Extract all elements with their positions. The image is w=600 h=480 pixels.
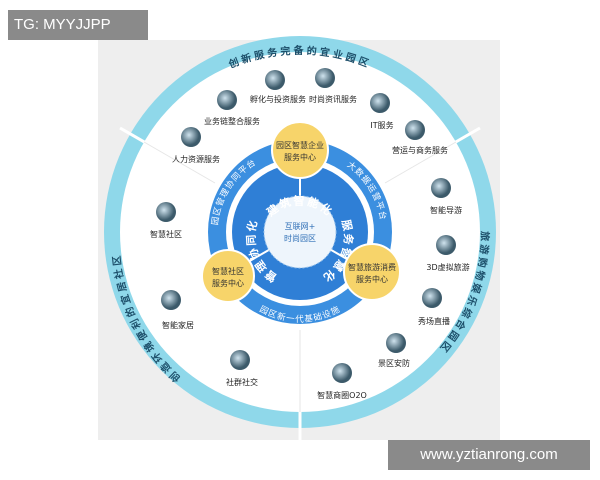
community-icon [156, 202, 176, 222]
service-label: 智慧商圈O2O [317, 390, 367, 400]
watermark-bottom: www.yztianrong.com [388, 440, 590, 470]
svg-text:服务中心: 服务中心 [212, 278, 244, 288]
core-center-line2: 时尚园区 [284, 233, 316, 243]
guide-icon [431, 178, 451, 198]
smart-home-icon [161, 290, 181, 310]
live-show-icon [422, 288, 442, 308]
service-item: 营运与商务服务 [392, 120, 448, 155]
service-label: 营运与商务服务 [392, 145, 448, 155]
core-center [263, 195, 337, 269]
service-item: 社群社交 [226, 350, 258, 387]
o2o-icon [332, 363, 352, 383]
service-item: 智能导游 [430, 178, 462, 215]
service-label: 智能导游 [430, 205, 462, 215]
center-enterprise: 园区智慧企业 服务中心 [271, 121, 329, 179]
hr-icon [181, 127, 201, 147]
virtual-tour-icon [436, 235, 456, 255]
service-item: 智慧社区 [150, 202, 182, 239]
service-label: 智慧社区 [150, 229, 182, 239]
service-item: IT服务 [370, 93, 394, 130]
service-item: 业务链整合服务 [204, 90, 260, 126]
service-label: 孵化与投资服务 [250, 94, 306, 104]
service-label: 景区安防 [378, 358, 410, 368]
service-item: 智慧商圈O2O [317, 363, 367, 400]
service-label: 业务链整合服务 [204, 116, 260, 126]
service-label: 智能家居 [162, 320, 194, 330]
svg-text:服务中心: 服务中心 [284, 152, 316, 162]
service-item: 3D虚拟旅游 [426, 235, 470, 272]
globe-icon [405, 120, 425, 140]
service-item: 人力资源服务 [172, 127, 220, 164]
service-item: 时尚资讯服务 [309, 68, 357, 104]
incubation-icon [265, 70, 285, 90]
service-item: 秀场直播 [418, 288, 450, 326]
fashion-icon [315, 68, 335, 88]
business-chain-icon [217, 90, 237, 110]
service-label: 3D虚拟旅游 [426, 262, 469, 272]
svg-text:智慧旅游消费: 智慧旅游消费 [348, 262, 396, 272]
service-item: 智能家居 [161, 290, 194, 330]
security-icon [386, 333, 406, 353]
center-community: 智慧社区 服务中心 [201, 249, 255, 303]
social-icon [230, 350, 250, 370]
service-label: 人力资源服务 [172, 154, 220, 164]
svg-text:服务中心: 服务中心 [356, 274, 388, 284]
watermark-top: TG: MYYJJPP [8, 10, 148, 40]
service-label: 秀场直播 [418, 316, 450, 326]
it-icon [370, 93, 390, 113]
service-label: 社群社交 [226, 377, 258, 387]
service-label: IT服务 [370, 120, 393, 130]
svg-text:园区智慧企业: 园区智慧企业 [276, 140, 324, 150]
center-tourism: 智慧旅游消费 服务中心 [343, 243, 401, 301]
service-item: 孵化与投资服务 [250, 70, 306, 104]
core-center-line1: 互联网+ [285, 222, 316, 231]
service-label: 时尚资讯服务 [309, 94, 357, 104]
service-item: 景区安防 [378, 333, 410, 368]
svg-text:智慧社区: 智慧社区 [212, 266, 244, 276]
